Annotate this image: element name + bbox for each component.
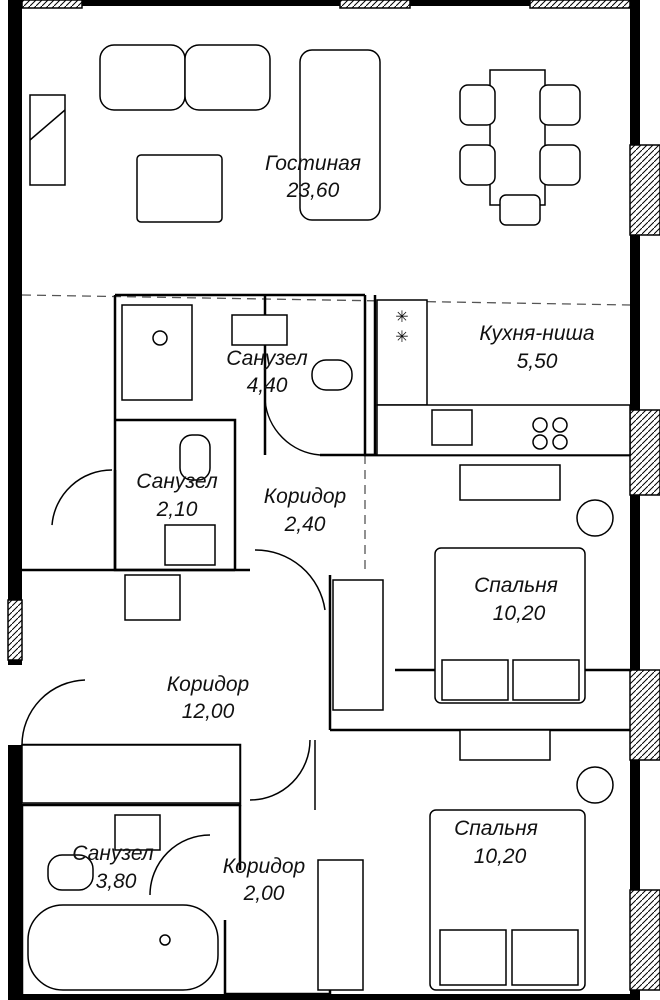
room-name: Коридор — [223, 855, 305, 878]
room-area: 3,80 — [96, 870, 137, 893]
svg-text:✳: ✳ — [395, 309, 408, 326]
room-bath-1: Санузел 4,40 — [226, 347, 308, 397]
room-area: 23,60 — [286, 179, 340, 202]
room-corridor-2: Коридор 12,00 — [167, 673, 249, 723]
room-bath-3: Санузел 3,80 — [72, 842, 154, 893]
room-name: Санузел — [136, 470, 218, 493]
room-area: 4,40 — [247, 374, 288, 397]
exterior-walls — [8, 0, 640, 1000]
room-area: 10,20 — [493, 602, 546, 625]
zone-divider — [21, 294, 631, 306]
room-corridor-3: Коридор 2,00 — [223, 855, 305, 905]
room-name: Коридор — [167, 673, 249, 696]
room-name: Гостиная — [265, 152, 361, 175]
doors — [21, 399, 326, 896]
room-bedroom-2: Спальня 10,20 — [454, 817, 538, 868]
room-area: 5,50 — [517, 350, 558, 373]
room-name: Санузел — [226, 347, 308, 370]
room-name: Кухня-ниша — [479, 322, 594, 345]
room-corridor-1: Коридор 2,40 — [264, 485, 346, 536]
svg-text:✳: ✳ — [395, 329, 408, 346]
room-name: Спальня — [454, 817, 538, 840]
room-area: 12,00 — [182, 700, 235, 723]
room-area: 2,10 — [156, 498, 198, 521]
room-bedroom-1: Спальня 10,20 — [474, 574, 558, 625]
furniture: ✳ ✳ — [21, 44, 631, 991]
room-area: 2,00 — [243, 882, 285, 905]
windows — [7, 0, 660, 991]
room-bath-2: Санузел 2,10 — [136, 470, 218, 521]
room-name: Коридор — [264, 485, 346, 508]
room-name: Спальня — [474, 574, 558, 597]
room-area: 2,40 — [284, 513, 326, 536]
room-kitchen: Кухня-ниша 5,50 — [479, 322, 594, 373]
room-living: Гостиная 23,60 — [265, 152, 361, 202]
room-name: Санузел — [72, 842, 154, 865]
room-area: 10,20 — [474, 845, 527, 868]
